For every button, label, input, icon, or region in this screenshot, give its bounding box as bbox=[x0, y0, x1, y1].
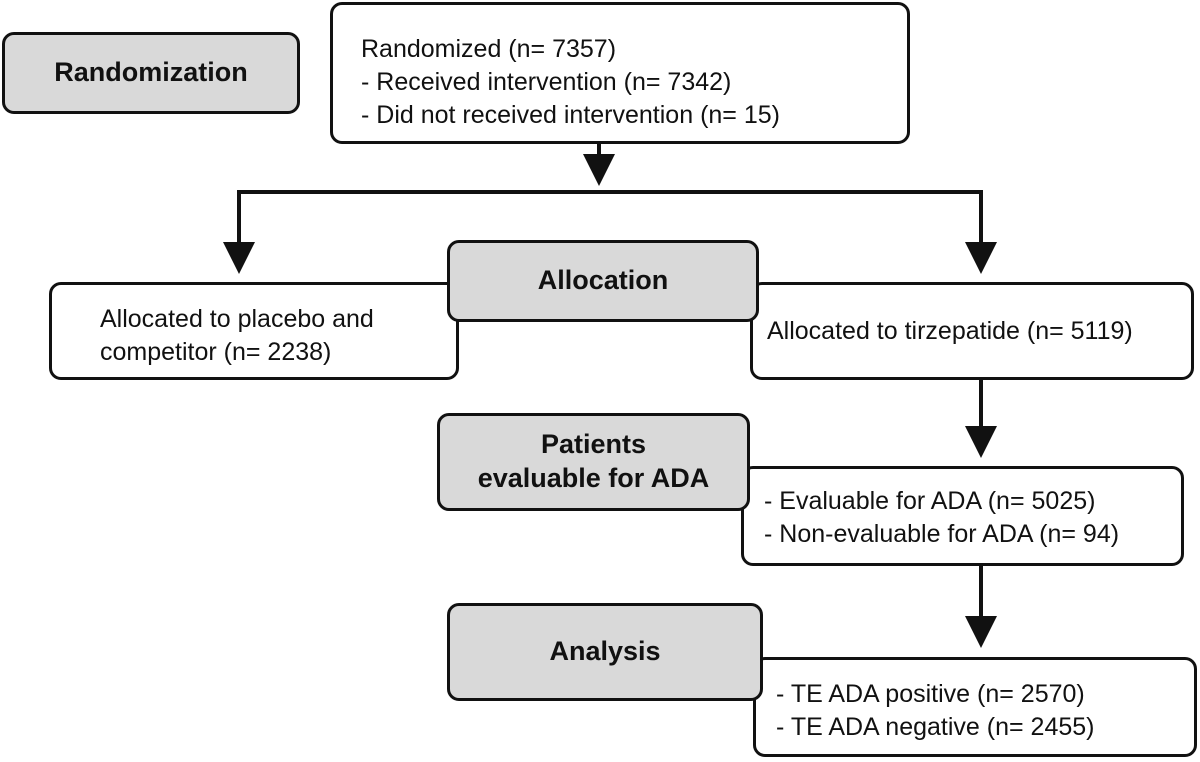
te-ada-negative: - TE ADA negative (n= 2455) bbox=[776, 713, 1095, 741]
randomization-label: Randomization bbox=[54, 57, 248, 88]
received-intervention: - Received intervention (n= 7342) bbox=[361, 68, 732, 96]
tirzepatide-count: Allocated to tirzepatide (n= 5119) bbox=[767, 316, 1133, 345]
placebo-line-2: competitor (n= 2238) bbox=[100, 338, 332, 366]
patients-evaluable-label-line-2: evaluable for ADA bbox=[477, 463, 710, 493]
placebo-line-1: Allocated to placebo and bbox=[100, 305, 374, 333]
tirzepatide-box: Allocated to tirzepatide (n= 5119) bbox=[750, 282, 1194, 380]
analysis-label: Analysis bbox=[549, 636, 661, 667]
te-ada-positive: - TE ADA positive (n= 2570) bbox=[776, 680, 1085, 708]
randomized-total: Randomized (n= 7357) bbox=[361, 35, 617, 63]
placebo-box: Allocated to placebo and competitor (n= … bbox=[49, 282, 459, 380]
non-evaluable-count: - Non-evaluable for ADA (n= 94) bbox=[764, 520, 1120, 548]
evaluable-box: - Evaluable for ADA (n= 5025) - Non-eval… bbox=[741, 466, 1184, 566]
evaluable-count: - Evaluable for ADA (n= 5025) bbox=[764, 487, 1096, 515]
stage-label-analysis: Analysis bbox=[447, 603, 763, 701]
randomized-box: Randomized (n= 7357) - Received interven… bbox=[330, 2, 910, 144]
stage-label-patients-evaluable: Patients evaluable for ADA bbox=[437, 413, 750, 511]
stage-label-allocation: Allocation bbox=[447, 240, 759, 322]
allocation-label: Allocation bbox=[537, 265, 669, 296]
analysis-box: - TE ADA positive (n= 2570) - TE ADA neg… bbox=[753, 657, 1197, 757]
stage-label-randomization: Randomization bbox=[2, 32, 300, 114]
patients-evaluable-label-line-1: Patients bbox=[540, 429, 647, 460]
not-received-intervention: - Did not received intervention (n= 15) bbox=[361, 101, 780, 129]
